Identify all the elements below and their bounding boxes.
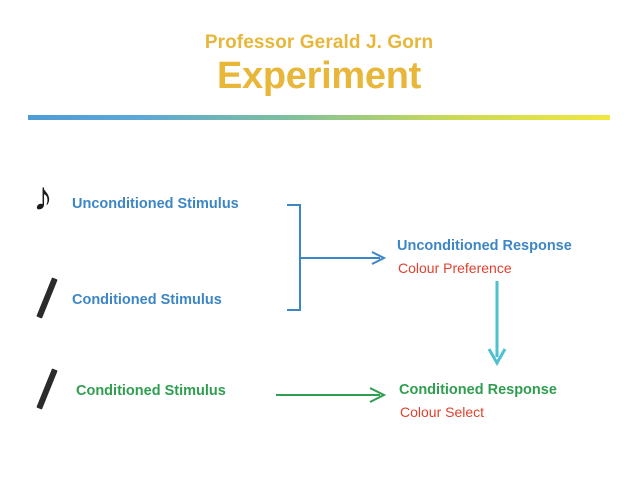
- conditioned-arrow-head: [369, 387, 387, 403]
- node-label-conditioned-stimulus-top: Conditioned Stimulus: [72, 292, 222, 308]
- node-sublabel-colour-select: Colour Select: [400, 404, 485, 420]
- slide-header: Professor Gerald J. Gorn Experiment: [0, 0, 638, 125]
- header-divider: [28, 115, 610, 120]
- connector-layer: [276, 204, 507, 403]
- page-title: Experiment: [217, 55, 421, 97]
- bracket-arrow-head: [371, 251, 387, 265]
- stimulus-bracket: [287, 204, 301, 311]
- node-sublabel-colour-preference: Colour Preference: [398, 260, 512, 276]
- header-subtitle: Professor Gerald J. Gorn: [204, 32, 434, 53]
- node-label-unconditioned-stimulus: Unconditioned Stimulus: [72, 196, 239, 212]
- music-note-icon: ♪: [33, 175, 53, 219]
- diagram-canvas: ♪ Unconditioned Stimulus Conditioned Sti…: [0, 125, 638, 497]
- vertical-arrow-head: [487, 348, 507, 367]
- node-label-conditioned-stimulus-bottom: Conditioned Stimulus: [76, 383, 226, 399]
- node-label-conditioned-response: Conditioned Response: [399, 382, 557, 398]
- node-label-unconditioned-response: Unconditioned Response: [397, 238, 572, 254]
